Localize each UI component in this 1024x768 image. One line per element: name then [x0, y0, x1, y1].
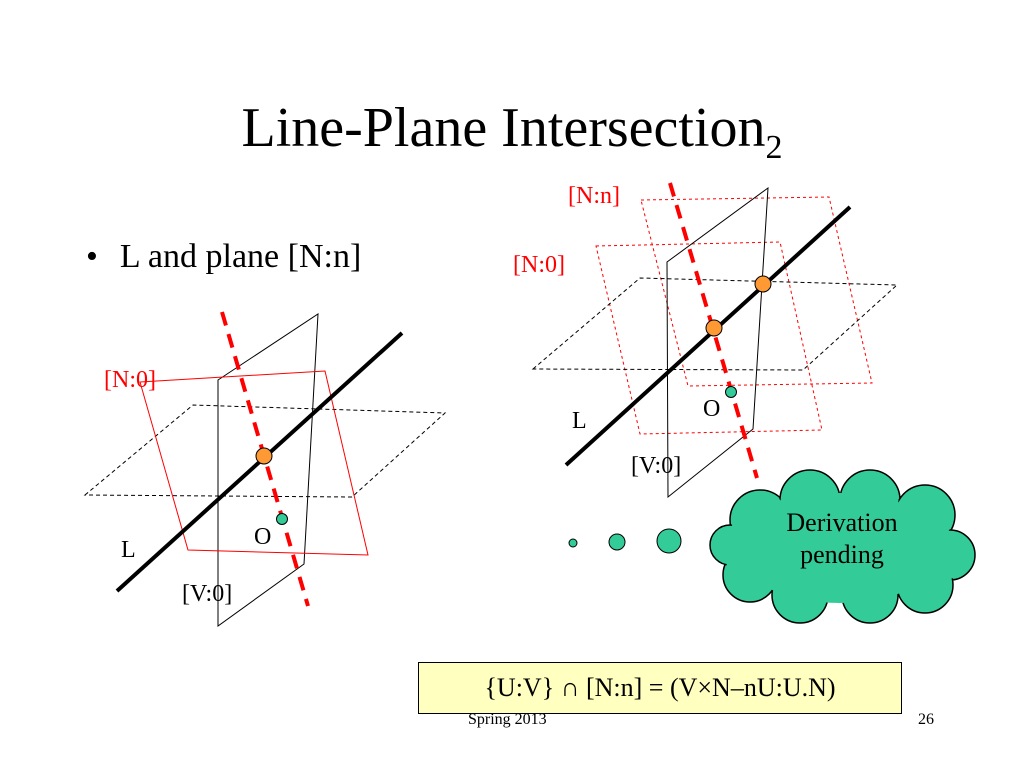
left-diagram [83, 311, 447, 627]
right-line-l-label: L [572, 408, 587, 434]
left-origin-marker [276, 513, 288, 525]
cloud-text-line2: pending [800, 540, 884, 569]
right-origin-label: O [703, 396, 721, 422]
left-vertical-plane [217, 313, 319, 627]
left-plane-n0-label: [N:0] [104, 367, 156, 393]
right-normal-plane-n-0 [595, 241, 823, 435]
formula-box: {U:V} ∩ [N:n] = (V×N–nU:U.N) [418, 662, 902, 714]
right-horizontal-plane [531, 277, 899, 371]
title-subscript: 2 [765, 129, 783, 166]
thought-bubble-medium [608, 533, 626, 551]
cloud-text: Derivation pending [742, 507, 942, 571]
right-diagram [531, 182, 899, 499]
left-line-l-label: L [121, 537, 136, 563]
thought-cloud [568, 469, 976, 624]
left-horizontal-plane [83, 404, 447, 498]
cloud-text-line1: Derivation [786, 508, 898, 537]
right-vertical-plane [666, 186, 769, 499]
title-text: Line-Plane Intersection [241, 97, 766, 159]
footer-date: Spring 2013 [468, 711, 547, 728]
right-normal-axis [668, 182, 759, 479]
right-origin-marker [725, 386, 737, 398]
right-line-l [564, 205, 852, 467]
left-normal-plane [139, 370, 369, 556]
left-origin-label: O [254, 524, 272, 550]
right-intersection-point-upper [754, 275, 772, 293]
bullet-text: L and plane [N:n] [119, 238, 362, 275]
left-normal-axis [220, 311, 310, 607]
left-plane-v0-label: [V:0] [182, 581, 233, 607]
right-intersection-point-lower [705, 319, 723, 337]
right-plane-n0-label: [N:0] [513, 252, 565, 278]
thought-bubble-large [656, 528, 682, 554]
left-intersection-point [255, 447, 273, 465]
bullet-marker: • [86, 238, 98, 275]
thought-bubble-small [568, 538, 578, 548]
right-plane-v0-label: [V:0] [631, 453, 682, 479]
bullet-item: • L and plane [N:n] [86, 238, 361, 276]
page-number: 26 [918, 711, 934, 728]
slide-title: Line-Plane Intersection2 [0, 100, 1024, 165]
right-normal-plane-n-n [640, 196, 873, 387]
right-plane-nn-label: [N:n] [568, 183, 620, 209]
cloud-fill [711, 471, 974, 622]
